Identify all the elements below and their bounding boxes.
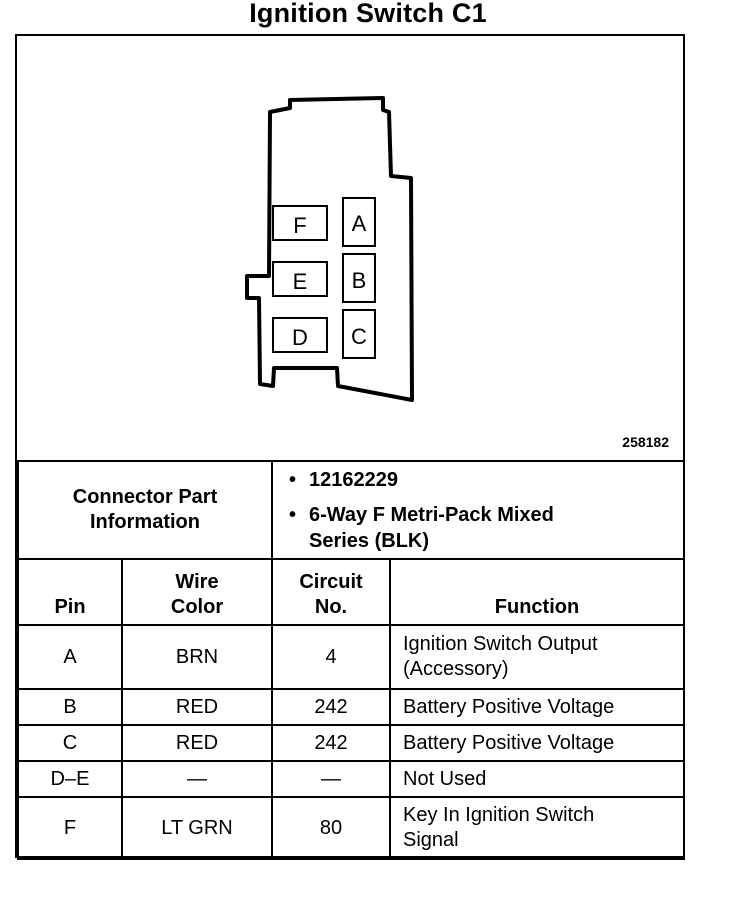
part-info-details: • 12162229 • 6-Way F Metri-Pack Mixed Se… bbox=[270, 460, 686, 560]
part-number: 12162229 bbox=[309, 468, 398, 491]
part-description-line1: 6-Way F Metri-Pack Mixed bbox=[309, 503, 554, 526]
cavity-left-3 bbox=[272, 317, 328, 353]
cell-function: Ignition Switch Output(Accessory) bbox=[388, 624, 686, 690]
part-description-line2: Series (BLK) bbox=[309, 529, 430, 552]
cell-pin: A bbox=[17, 624, 123, 690]
cavity-left-1 bbox=[272, 205, 328, 241]
table-row: D–E — — Not Used bbox=[17, 760, 686, 798]
cavity-left-3-label: D bbox=[292, 325, 308, 350]
cell-function: Battery Positive Voltage bbox=[388, 724, 686, 762]
cell-function: Not Used bbox=[388, 760, 686, 798]
part-info-label: Connector Part Information bbox=[17, 460, 273, 560]
cavity-left-1-label: F bbox=[293, 213, 306, 238]
figure-number: 258182 bbox=[622, 434, 669, 450]
cell-circuit: 80 bbox=[271, 796, 391, 860]
part-description-item: • 6-Way F Metri-Pack Mixed Series (BLK) bbox=[281, 502, 683, 554]
cell-circuit: 242 bbox=[271, 688, 391, 726]
pinout-table: Connector Part Information • 12162229 • … bbox=[17, 460, 686, 860]
cavity-left-2-label: E bbox=[293, 269, 308, 294]
cavity-right-3 bbox=[342, 309, 376, 359]
cell-pin: D–E bbox=[17, 760, 123, 798]
table-row: A BRN 4 Ignition Switch Output(Accessory… bbox=[17, 624, 686, 690]
cavity-group: F E D A B C bbox=[272, 197, 376, 359]
page-title: Ignition Switch C1 bbox=[249, 0, 487, 28]
cell-pin: F bbox=[17, 796, 123, 860]
cell-circuit: 4 bbox=[271, 624, 391, 690]
cavity-right-1 bbox=[342, 197, 376, 247]
header-function: Function bbox=[388, 558, 686, 626]
connector-housing-outline bbox=[245, 96, 414, 402]
cavity-right-1-label: A bbox=[352, 211, 367, 236]
cell-pin: B bbox=[17, 688, 123, 726]
cell-wire-color: RED bbox=[121, 724, 273, 762]
header-pin: Pin bbox=[17, 558, 123, 626]
connector-sheet: F E D A B C 258182 Connector bbox=[15, 34, 686, 860]
cell-function: Battery Positive Voltage bbox=[388, 688, 686, 726]
part-info-label-line2: Information bbox=[90, 511, 200, 533]
cavity-right-2-label: B bbox=[352, 268, 367, 293]
table-row: C RED 242 Battery Positive Voltage bbox=[17, 724, 686, 762]
connector-face-drawing: F E D A B C bbox=[245, 96, 414, 402]
cell-wire-color: — bbox=[121, 760, 273, 798]
cell-wire-color: BRN bbox=[121, 624, 273, 690]
cavity-left-2 bbox=[272, 261, 328, 297]
cell-circuit: 242 bbox=[271, 724, 391, 762]
bullet-icon: • bbox=[289, 468, 297, 491]
cell-pin: C bbox=[17, 724, 123, 762]
part-info-label-line1: Connector Part bbox=[72, 486, 218, 508]
cell-wire-color: RED bbox=[121, 688, 273, 726]
part-info-row: Connector Part Information • 12162229 • … bbox=[17, 460, 686, 560]
bullet-icon: • bbox=[289, 503, 297, 526]
cell-circuit: — bbox=[271, 760, 391, 798]
table-row: B RED 242 Battery Positive Voltage bbox=[17, 688, 686, 726]
cell-wire-color: LT GRN bbox=[121, 796, 273, 860]
cavity-right-2 bbox=[342, 253, 376, 303]
part-number-item: • 12162229 bbox=[281, 467, 683, 493]
cavity-right-3-label: C bbox=[351, 324, 367, 349]
connector-diagram: F E D A B C 258182 bbox=[17, 36, 683, 460]
